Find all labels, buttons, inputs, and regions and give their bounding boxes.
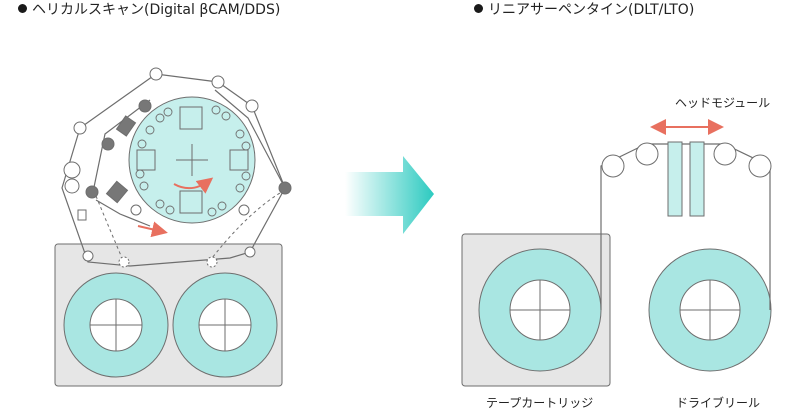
- linear-tape-path: [600, 143, 771, 310]
- drum-rotation-arrow: [173, 177, 214, 194]
- helical-reel-right: [172, 272, 278, 378]
- helical-rollers: [63, 67, 292, 268]
- threading-path-right: [211, 189, 286, 259]
- drum-head: [136, 149, 156, 171]
- drum-head: [179, 106, 203, 130]
- drive-reel: [648, 248, 772, 372]
- linear-serpentine-diagram: [461, 119, 772, 387]
- direction-arrow-icon: [137, 221, 168, 238]
- drum-head: [179, 190, 203, 214]
- linear-rollers: [601, 142, 772, 178]
- head-module-block: [667, 141, 683, 217]
- head-module-label: ヘッドモジュール: [675, 96, 771, 110]
- drum-coils: [135, 105, 251, 217]
- pinch-block: [115, 115, 137, 137]
- pinch-block: [105, 180, 129, 204]
- head-module-block: [689, 141, 705, 217]
- cartridge-reel: [478, 248, 602, 372]
- threading-path-left: [95, 195, 123, 259]
- drum-head: [229, 149, 249, 171]
- linear-serpentine-title: リニアサーペンタイン(DLT/LTO): [488, 2, 695, 18]
- helical-reel-left: [63, 272, 169, 378]
- tape-cartridge-label: テープカートリッジ: [486, 396, 594, 410]
- transition-arrow-icon: [345, 156, 434, 234]
- linear-serpentine-heading: リニアサーペンタイン(DLT/LTO): [474, 2, 694, 18]
- bullet-dot-icon: [18, 4, 27, 13]
- pinch-block: [77, 209, 87, 221]
- helical-scan-diagram: [54, 67, 292, 387]
- bullet-dot-icon: [474, 4, 483, 13]
- helical-scan-title: ヘリカルスキャン(Digital βCAM/DDS): [32, 2, 281, 18]
- drive-reel-label: ドライブリール: [676, 396, 761, 410]
- helical-tape-inner: [92, 89, 286, 227]
- helical-scan-heading: ヘリカルスキャン(Digital βCAM/DDS): [18, 2, 280, 18]
